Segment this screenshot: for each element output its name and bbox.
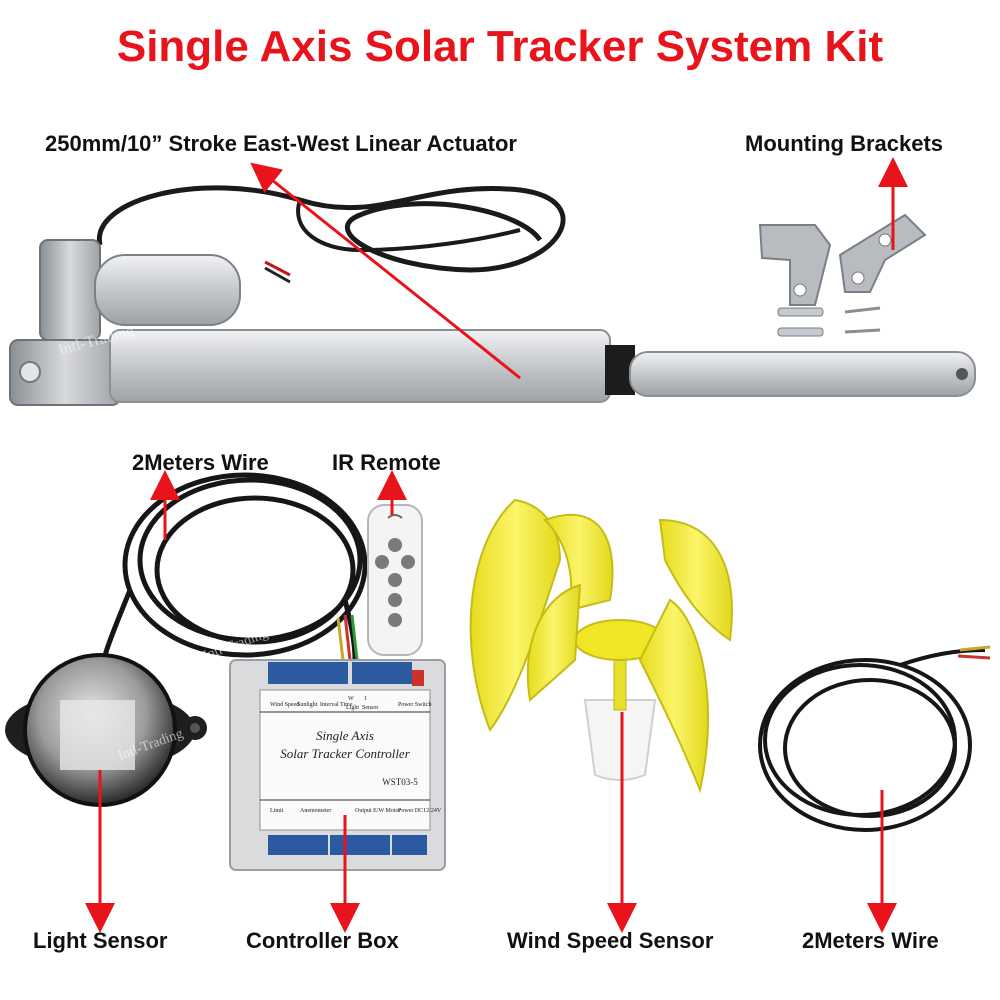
- controller-top-label-3: W: [348, 696, 354, 702]
- controller-top-label-6: Sensor: [362, 705, 378, 711]
- linear-actuator: [9, 185, 976, 406]
- controller-bottom-label-2: Output E/W Motor: [355, 808, 401, 814]
- wire-coil-top: [97, 472, 368, 691]
- controller-bottom-label-0: Limit: [270, 808, 284, 814]
- wind-speed-sensor: [469, 498, 733, 794]
- light-sensor: [5, 653, 207, 807]
- label-wire-bottom: 2Meters Wire: [802, 928, 939, 953]
- label-ir-remote: IR Remote: [332, 450, 441, 475]
- label-light-sensor: Light Sensor: [33, 928, 168, 953]
- controller-top-label-5: Light: [346, 705, 359, 711]
- controller-bottom-label-1: Anemometer: [300, 808, 331, 814]
- label-wind-speed-sensor: Wind Speed Sensor: [507, 928, 714, 953]
- mounting-brackets: [758, 213, 927, 337]
- watermark-2: Intl-Trading: [201, 626, 270, 663]
- controller-bottom-label-3: Power DC12/24V: [398, 808, 442, 814]
- controller-title-line1: Single Axis: [316, 728, 374, 743]
- controller-top-label-1: Sunlight: [297, 702, 318, 708]
- label-wire-top: 2Meters Wire: [132, 450, 269, 475]
- controller-box: Single Axis Solar Tracker Controller WST…: [229, 659, 446, 871]
- page-title: Single Axis Solar Tracker System Kit: [116, 22, 884, 71]
- controller-top-label-7: Power Switch: [398, 702, 432, 708]
- callout-arrows: [85, 157, 908, 933]
- label-controller-box: Controller Box: [246, 928, 399, 953]
- label-actuator: 250mm/10” Stroke East-West Linear Actuat…: [45, 131, 517, 156]
- controller-title-line2: Solar Tracker Controller: [280, 746, 410, 761]
- controller-model: WST03-5: [382, 777, 418, 787]
- ir-remote: [367, 504, 423, 656]
- controller-top-label-4: 1: [364, 696, 367, 702]
- label-mounting-brackets: Mounting Brackets: [745, 131, 944, 156]
- controller-top-label-2: Interval Time: [320, 702, 353, 708]
- controller-top-label-0: Wind Speed: [270, 702, 299, 708]
- wire-coil-bottom: [758, 648, 986, 832]
